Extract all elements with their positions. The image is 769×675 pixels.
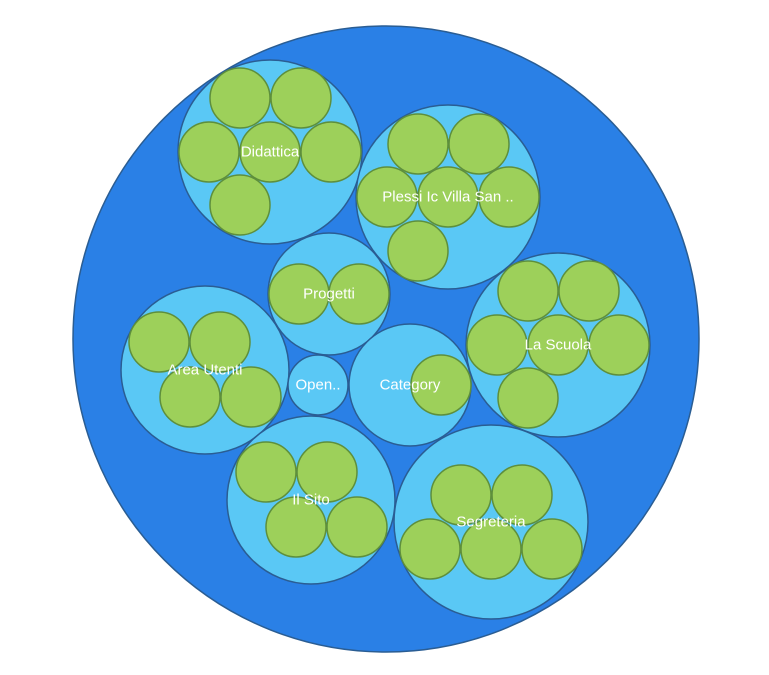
leaf-circle[interactable] (466, 314, 528, 376)
leaf-circle[interactable] (588, 314, 650, 376)
leaf-circle[interactable] (410, 354, 472, 416)
leaf-circle[interactable] (296, 441, 358, 503)
group-circle-open[interactable] (287, 354, 349, 416)
group-plessi[interactable]: Plessi Ic Villa San .. (355, 104, 541, 290)
group-il-sito[interactable]: Il Sito (226, 415, 396, 585)
leaf-circle[interactable] (209, 67, 271, 129)
group-progetti[interactable]: Progetti (267, 232, 391, 356)
leaf-circle[interactable] (328, 263, 390, 325)
leaf-circle[interactable] (265, 496, 327, 558)
leaf-circle[interactable] (521, 518, 583, 580)
leaf-circle[interactable] (399, 518, 461, 580)
leaf-circle[interactable] (491, 464, 553, 526)
leaf-circle[interactable] (387, 220, 449, 282)
leaf-circle[interactable] (270, 67, 332, 129)
group-segreteria[interactable]: Segreteria (393, 424, 589, 620)
leaf-circle[interactable] (497, 260, 559, 322)
leaf-circle[interactable] (268, 263, 330, 325)
leaf-circle[interactable] (448, 113, 510, 175)
leaf-circle[interactable] (326, 496, 388, 558)
leaf-circle[interactable] (356, 166, 418, 228)
leaf-circle[interactable] (478, 166, 540, 228)
leaf-circle[interactable] (159, 366, 221, 428)
group-area-utenti[interactable]: Area Utenti (120, 285, 290, 455)
leaf-circle[interactable] (189, 311, 251, 373)
leaf-circle[interactable] (220, 366, 282, 428)
leaf-circle[interactable] (460, 518, 522, 580)
leaf-circle[interactable] (300, 121, 362, 183)
leaf-circle[interactable] (128, 311, 190, 373)
leaf-circle[interactable] (527, 314, 589, 376)
leaf-circle[interactable] (497, 367, 559, 429)
group-la-scuola[interactable]: La Scuola (465, 252, 651, 438)
leaf-circle[interactable] (430, 464, 492, 526)
leaf-circle[interactable] (235, 441, 297, 503)
leaf-circle[interactable] (387, 113, 449, 175)
leaf-circle[interactable] (417, 166, 479, 228)
leaf-circle[interactable] (239, 121, 301, 183)
group-category[interactable]: Category (348, 323, 472, 447)
group-open[interactable]: Open.. (287, 354, 349, 416)
leaf-circle[interactable] (209, 174, 271, 236)
leaf-circle[interactable] (178, 121, 240, 183)
leaf-circle[interactable] (558, 260, 620, 322)
group-didattica[interactable]: Didattica (177, 59, 363, 245)
